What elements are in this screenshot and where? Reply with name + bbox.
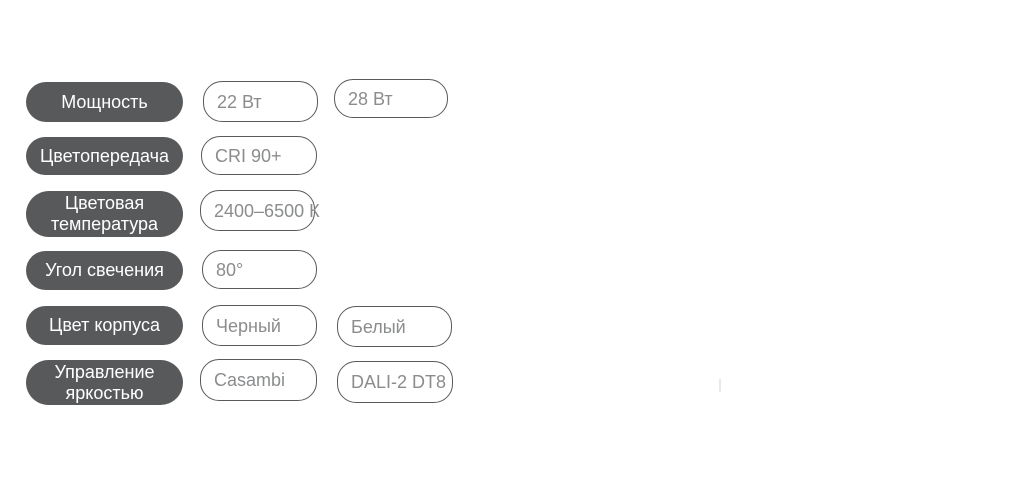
- spec-label-cri: Цветопередача: [26, 137, 183, 175]
- spec-label-color-temperature: Цветовая температура: [26, 191, 183, 237]
- option-22w[interactable]: 22 Вт: [203, 81, 318, 122]
- spec-label-body-color: Цвет корпуса: [26, 306, 183, 345]
- option-2400-6500k[interactable]: 2400–6500 К: [200, 190, 320, 231]
- option-80deg[interactable]: 80°: [202, 250, 317, 289]
- option-dali2-dt8[interactable]: DALI-2 DT8: [337, 361, 453, 403]
- option-cri-90[interactable]: CRI 90+: [201, 136, 317, 175]
- faint-line-artifact: [719, 379, 721, 392]
- option-28w[interactable]: 28 Вт: [334, 79, 448, 118]
- spec-label-power: Мощность: [26, 82, 183, 122]
- spec-label-beam-angle: Угол свечения: [26, 251, 183, 290]
- spec-label-dimming-control: Управление яркостью: [26, 360, 183, 405]
- option-casambi[interactable]: Casambi: [200, 359, 317, 401]
- option-black[interactable]: Черный: [202, 305, 317, 346]
- option-white[interactable]: Белый: [337, 306, 452, 347]
